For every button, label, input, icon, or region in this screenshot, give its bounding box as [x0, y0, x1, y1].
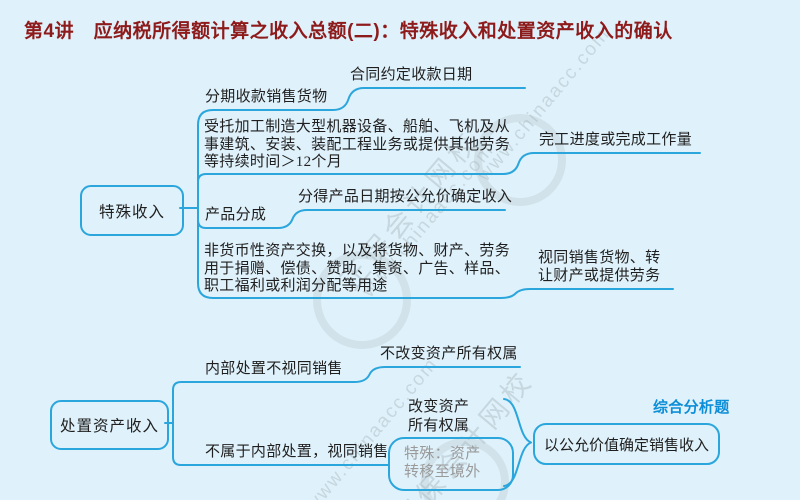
label-special-note: 特殊：资产转移至境外	[404, 446, 481, 480]
node-special-income: 特殊收入	[80, 185, 184, 236]
branch-detail-product-sharing: 分得产品日期按公允价确定收入	[298, 189, 513, 205]
branch-label-installment: 分期收款销售货物	[205, 89, 328, 105]
trunk-disposal-income	[164, 381, 182, 466]
badge-comprehensive-analysis: 综合分析题	[653, 399, 730, 416]
box-fair-value-result: 以公允价值确定销售收入	[533, 423, 720, 465]
page-title: 第4讲 应纳税所得额计算之收入总额(二)：特殊收入和处置资产收入的确认	[24, 21, 673, 42]
node-disposal-income: 处置资产收入	[50, 400, 169, 450]
branch-detail-deemed-sales: 视同销售货物、转让财产或提供劳务	[538, 250, 661, 284]
brace-to-result	[503, 398, 532, 487]
branch-line-long-contract	[197, 152, 701, 183]
branch-line-internal-disposal	[180, 366, 521, 383]
branch-detail-installment: 合同约定收款日期	[350, 67, 473, 83]
label-ownership-change: 改变资产所有权属	[408, 399, 470, 434]
bubble-special-note	[388, 437, 514, 491]
branch-line-deemed-sales	[212, 288, 674, 299]
branch-label-long-contract: 受托加工制造大型机器设备、船舶、飞机及从事建筑、安装、装配工程业务或提供其他劳务…	[204, 119, 511, 170]
branch-line-product-sharing	[197, 209, 506, 229]
branch-detail-internal-disposal: 不改变资产所有权属	[380, 346, 518, 362]
branch-label-internal-disposal: 内部处置不视同销售	[205, 361, 343, 377]
branch-label-external-disposal: 不属于内部处置，视同销售	[205, 444, 389, 460]
branch-label-deemed-sales: 非货币性资产交换，以及将货物、财产、劳务用于捐赠、偿债、赞助、集资、广告、样品、…	[204, 243, 511, 294]
branch-label-product-sharing: 产品分成	[205, 207, 267, 223]
branch-detail-long-contract: 完工进度或完成工作量	[539, 132, 693, 148]
branch-line-installment	[212, 87, 526, 111]
